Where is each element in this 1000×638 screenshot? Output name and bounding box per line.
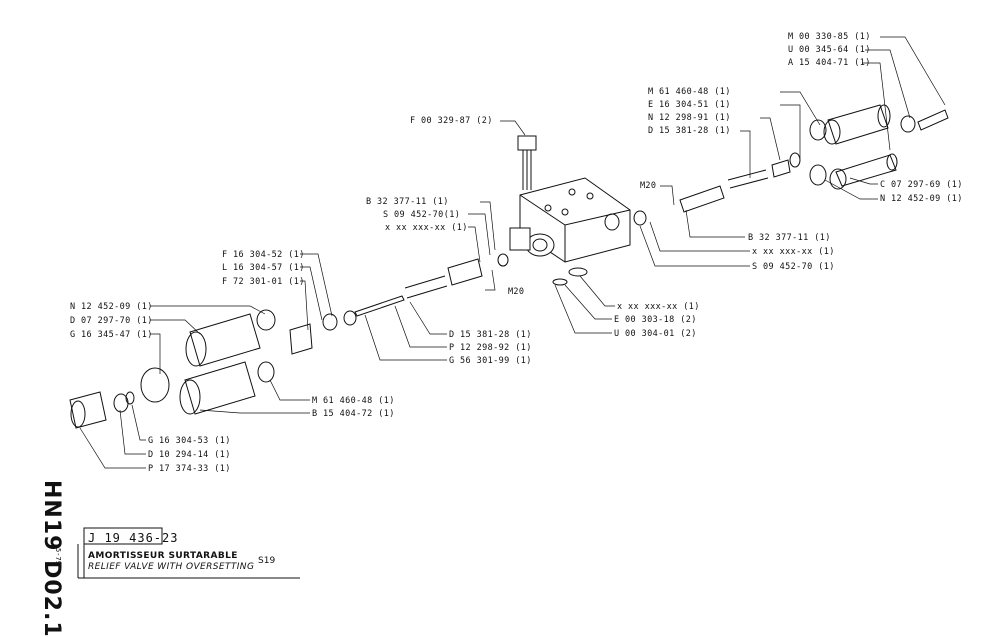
callout-f16-304-52: F 16 304-52 (1): [222, 250, 305, 260]
callout-d15-381-28-mid: D 15 381-28 (1): [449, 330, 532, 340]
title-english: RELIEF VALVE WITH OVERSETTING: [88, 562, 255, 572]
document-reference: J 19 436-23: [88, 531, 179, 545]
callout-g16-304-53: G 16 304-53 (1): [148, 436, 231, 446]
callout-b15-404-72: B 15 404-72 (1): [312, 409, 395, 419]
callout-p17-374-33: P 17 374-33 (1): [148, 464, 231, 474]
callout-d15-381-28-right: D 15 381-28 (1): [648, 126, 731, 136]
callout-e00-303-18: E 00 303-18 (2): [614, 315, 697, 325]
callout-m61-460-48-right: M 61 460-48 (1): [648, 87, 731, 97]
callout-n12-452-09-left: N 12 452-09 (1): [70, 302, 153, 312]
callout-xx-left: x xx xxx-xx (1): [385, 223, 468, 233]
callout-s09-452-70-right: S 09 452-70 (1): [752, 262, 835, 272]
callout-f72-301-01: F 72 301-01 (1): [222, 277, 305, 287]
callout-m61-460-48-left: M 61 460-48 (1): [312, 396, 395, 406]
title-block-frame: [77, 527, 300, 579]
callout-u00-304-01: U 00 304-01 (2): [614, 329, 697, 339]
callout-b32-377-11-left: B 32 377-11 (1): [366, 197, 449, 207]
valve-body: [509, 177, 631, 263]
washer-u00304: [568, 267, 588, 277]
callout-l16-304-57: L 16 304-57 (1): [222, 263, 305, 273]
callout-d10-294-14: D 10 294-14 (1): [148, 450, 231, 460]
middle-spool: [322, 253, 509, 331]
thread-label-m20-mid: M20: [508, 287, 525, 297]
callout-b32-377-11-right: B 32 377-11 (1): [748, 233, 831, 243]
callout-xx-right: x xx xxx-xx (1): [752, 247, 835, 257]
callout-e16-304-51: E 16 304-51 (1): [648, 100, 731, 110]
thread-label-m20-right: M20: [640, 181, 657, 191]
callout-d07-297-70: D 07 297-70 (1): [70, 316, 153, 326]
callout-xx-bottom: x xx xxx-xx (1): [617, 302, 700, 312]
callout-u00-345-64: U 00 345-64 (1): [788, 45, 871, 55]
sheet-date: 5-79: [54, 548, 62, 565]
callout-f00-329-87: F 00 329-87 (2): [410, 116, 493, 126]
callout-s09-452-70-left: S 09 452-70(1): [383, 210, 461, 220]
callout-n12-452-09-right: N 12 452-09 (1): [880, 194, 963, 204]
callout-a15-404-71: A 15 404-71 (1): [788, 58, 871, 68]
sheet-page: S19: [258, 556, 276, 566]
side-code-block: HN19 D02.1: [34, 480, 74, 638]
callout-m00-330-85: M 00 330-85 (1): [788, 32, 871, 42]
callout-n12-298-91: N 12 298-91 (1): [648, 113, 731, 123]
callout-g16-345-47: G 16 345-47 (1): [70, 330, 153, 340]
callout-g56-301-99: G 56 301-99 (1): [449, 356, 532, 366]
washer-e00303: [552, 278, 568, 286]
callout-p12-298-92: P 12 298-92 (1): [449, 343, 532, 353]
left-assembly: [69, 309, 313, 429]
leader-lines: [79, 36, 946, 469]
title-french: AMORTISSEUR SURTARABLE: [88, 551, 238, 561]
bolt-f00329: [517, 135, 537, 190]
callout-c07-297-69: C 07 297-69 (1): [880, 180, 963, 190]
right-cartridge: [633, 104, 949, 226]
